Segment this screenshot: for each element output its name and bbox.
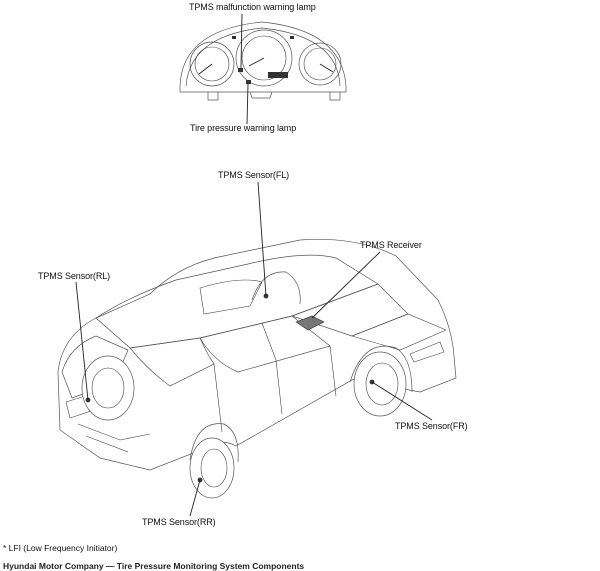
- label-sensor-rr: TPMS Sensor(RR): [142, 517, 216, 527]
- leader-tire-pressure: [246, 83, 249, 125]
- label-tpms-malfunction-lamp: TPMS malfunction warning lamp: [189, 2, 316, 12]
- label-tire-pressure-lamp: Tire pressure warning lamp: [190, 123, 297, 133]
- label-sensor-rl: TPMS Sensor(RL): [38, 271, 111, 281]
- leader-sensor-rl: [75, 281, 89, 401]
- leader-sensor-rr: [189, 479, 201, 517]
- label-receiver: TPMS Receiver: [360, 240, 422, 250]
- leader-malfunction: [240, 13, 243, 69]
- instrument-cluster: [179, 21, 347, 101]
- vehicle-illustration: [57, 239, 457, 499]
- cut-off-caption: Hyundai Motor Company — Tire Pressure Mo…: [3, 561, 305, 571]
- label-sensor-fl: TPMS Sensor(FL): [218, 170, 290, 180]
- leader-sensor-fl: [257, 181, 267, 297]
- label-sensor-fr: TPMS Sensor(FR): [395, 421, 468, 431]
- leader-receiver: [311, 251, 381, 319]
- leader-sensor-fr: [371, 381, 433, 421]
- footnote: * LFI (Low Frequency Initiator): [3, 543, 118, 553]
